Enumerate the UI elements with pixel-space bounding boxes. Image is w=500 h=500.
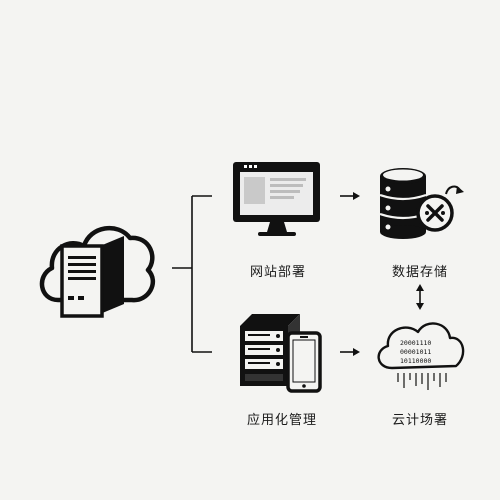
cloud-server-icon (39, 225, 156, 318)
label-app-management: 应用化管理 (246, 413, 318, 428)
branch-connector (172, 195, 212, 353)
arrow-app-to-cloud (340, 348, 360, 356)
binary-line: 10110000 (400, 357, 431, 365)
refresh-arrow-icon (445, 185, 464, 195)
label-data-storage: 数据存储 (391, 265, 449, 280)
data-cloud-icon: 20001110 00001011 10110000 (377, 322, 465, 390)
x-circle-icon (416, 194, 454, 232)
binary-line: 20001110 (400, 339, 431, 347)
smartphone-icon (286, 331, 322, 393)
label-website-deploy: 网站部署 (249, 265, 307, 280)
bidirectional-arrow (416, 284, 424, 310)
arrow-website-to-storage (340, 192, 360, 200)
binary-line: 00001011 (400, 348, 431, 356)
monitor-icon (233, 162, 320, 236)
label-cloud-deploy: 云计场署 (391, 413, 449, 428)
